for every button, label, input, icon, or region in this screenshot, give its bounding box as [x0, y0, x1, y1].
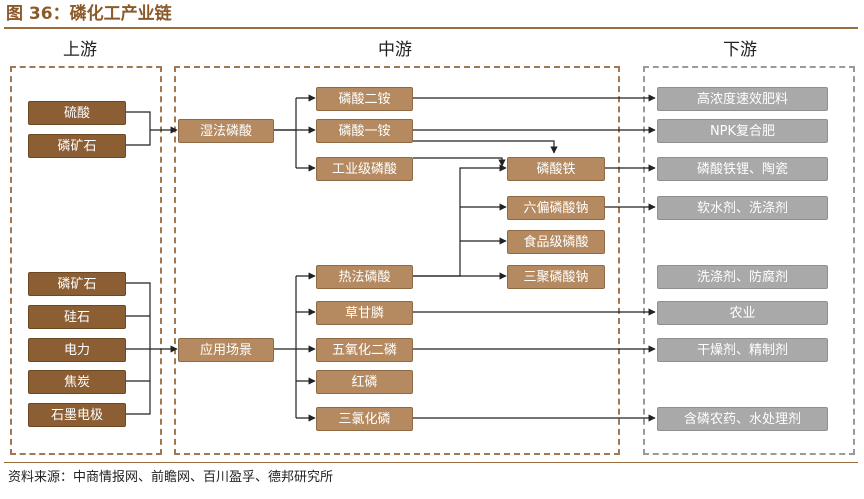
source-note: 资料来源：中商情报网、前瞻网、百川盈孚、德邦研究所 — [8, 470, 334, 485]
node-glyphosate: 草甘膦 — [316, 301, 413, 325]
midstream-panel — [174, 66, 620, 455]
node-desiccant: 干燥剂、精制剂 — [657, 338, 828, 362]
node-phosphate-rock-2: 磷矿石 — [28, 272, 126, 296]
node-food-acid: 食品级磷酸 — [507, 230, 605, 254]
node-dap: 磷酸一铵 — [316, 119, 413, 143]
node-npk: NPK复合肥 — [657, 119, 828, 143]
node-graphite-electrode: 石墨电极 — [28, 403, 126, 427]
footer-divider — [4, 462, 858, 463]
column-header-upstream: 上游 — [63, 40, 97, 60]
node-sulfuric-acid: 硫酸 — [28, 101, 126, 125]
column-header-midstream: 中游 — [378, 40, 412, 60]
node-silica: 硅石 — [28, 305, 126, 329]
title-divider — [4, 27, 858, 29]
node-iron-phosphate: 磷酸铁 — [507, 157, 605, 181]
node-phosphate-rock-1: 磷矿石 — [28, 134, 126, 158]
downstream-panel — [643, 66, 855, 455]
node-red-phosphorus: 红磷 — [316, 370, 413, 394]
node-pesticide: 含磷农药、水处理剂 — [657, 407, 828, 431]
upstream-panel — [10, 66, 162, 455]
node-p2o5: 五氧化二磷 — [316, 338, 413, 362]
node-wet-process-acid: 湿法磷酸 — [178, 119, 274, 143]
node-detergent: 洗涤剂、防腐剂 — [657, 265, 828, 289]
figure-title: 图 36：磷化工产业链 — [6, 4, 172, 24]
node-stpp: 三聚磷酸钠 — [507, 265, 605, 289]
node-fertilizer: 高浓度速效肥料 — [657, 87, 828, 111]
column-header-downstream: 下游 — [723, 40, 757, 60]
node-agriculture: 农业 — [657, 301, 828, 325]
node-industrial-acid: 工业级磷酸 — [316, 157, 413, 181]
node-electricity: 电力 — [28, 338, 126, 362]
node-water-softener: 软水剂、洗涤剂 — [657, 196, 828, 220]
node-shmp: 六偏磷酸钠 — [507, 196, 605, 220]
node-lfp-ceramics: 磷酸铁锂、陶瓷 — [657, 157, 828, 181]
node-pcl3: 三氯化磷 — [316, 407, 413, 431]
node-coke: 焦炭 — [28, 370, 126, 394]
node-application: 应用场景 — [178, 338, 274, 362]
node-thermal-acid: 热法磷酸 — [316, 265, 413, 289]
node-map: 磷酸二铵 — [316, 87, 413, 111]
